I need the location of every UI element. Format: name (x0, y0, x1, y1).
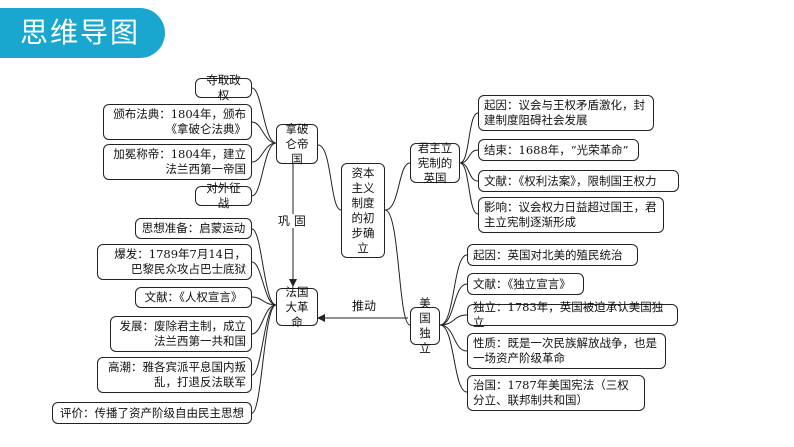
france-item: 评价：传播了资产阶级自由民主思想 (52, 402, 252, 424)
napoleon-item-text: 加冕称帝：1804年，建立法兰西第一帝国 (113, 147, 246, 176)
usa-item: 起因：英国对北美的殖民统治 (467, 244, 638, 266)
node-napoleon-empire: 拿破仑帝国 (276, 121, 318, 166)
britain-item-text: 影响：议会权力日益超过国王，君主立宪制逐渐形成 (484, 200, 657, 229)
britain-item-text: 起因：议会与王权矛盾激化，封建制度阻碍社会发展 (484, 98, 645, 127)
napoleon-item-text: 对外征战 (206, 181, 241, 210)
node-french-revolution-text: 法国大革命 (285, 284, 309, 329)
france-item: 高潮：雅各宾派平息国内叛乱，打退反法联军 (97, 357, 252, 393)
napoleon-item-text: 颁布法典：1804年，颁布《拿破仑法典》 (113, 107, 246, 136)
france-item-text: 评价：传播了资产阶级自由民主思想 (60, 405, 244, 420)
header-banner: 思维导图 (0, 8, 165, 58)
france-item: 思想准备：启蒙运动 (135, 218, 252, 239)
node-britain-text: 君主立宪制的英国 (417, 140, 453, 185)
france-item-text: 高潮：雅各宾派平息国内叛乱，打退反法联军 (108, 360, 246, 389)
node-french-revolution: 法国大革命 (276, 285, 318, 329)
france-item: 爆发：1789年7月14日，巴黎民众攻占巴士底狱 (97, 244, 252, 280)
france-item-text: 文献：《人权宣言》 (144, 290, 243, 304)
france-item-text: 思想准备：启蒙运动 (141, 221, 246, 235)
usa-item-text: 文献：《独立宣言》 (473, 276, 571, 291)
label-consolidate: 巩 固 (278, 214, 306, 228)
france-item-text: 发展：废除君主制，成立法兰西第一共和国 (119, 319, 247, 348)
node-britain: 君主立宪制的英国 (410, 140, 460, 185)
britain-item-text: 结束：1688年，“光荣革命” (484, 142, 629, 157)
usa-item-text: 性质：既是一次民族解放战争，也是一场资产阶级革命 (473, 336, 657, 365)
usa-item: 治国：1787年美国宪法（三权分立、联邦制共和国） (467, 375, 645, 411)
node-usa: 美国独立 (410, 296, 440, 355)
label-promote: 推动 (352, 299, 377, 313)
usa-item-text: 独立：1783年，英国被迫承认美国独立 (473, 300, 664, 329)
france-item-text: 爆发：1789年7月14日，巴黎民众攻占巴士底狱 (114, 247, 246, 276)
napoleon-item: 夺取政权 (195, 73, 252, 102)
usa-item-text: 治国：1787年美国宪法（三权分立、联邦制共和国） (473, 378, 629, 407)
britain-item: 文献：《权利法案》，限制国王权力 (478, 170, 679, 192)
usa-item: 文献：《独立宣言》 (467, 273, 584, 295)
napoleon-item: 对外征战 (195, 181, 252, 210)
britain-item: 影响：议会权力日益超过国王，君主立宪制逐渐形成 (478, 197, 664, 233)
napoleon-item: 加冕称帝：1804年，建立法兰西第一帝国 (103, 144, 252, 180)
france-item: 发展：废除君主制，成立法兰西第一共和国 (110, 316, 252, 352)
napoleon-item-text: 夺取政权 (206, 73, 241, 102)
france-item: 文献：《人权宣言》 (135, 287, 252, 308)
usa-item-text: 起因：英国对北美的殖民统治 (473, 247, 623, 262)
node-center-text: 资本主义制度的初步确立 (351, 165, 375, 255)
usa-item: 独立：1783年，英国被迫承认美国独立 (467, 300, 678, 329)
node-napoleon-empire-text: 拿破仑帝国 (285, 121, 309, 166)
britain-item: 结束：1688年，“光荣革命” (478, 139, 639, 161)
napoleon-item: 颁布法典：1804年，颁布《拿破仑法典》 (103, 104, 252, 140)
britain-item-text: 文献：《权利法案》，限制国王权力 (484, 173, 657, 188)
page-title: 思维导图 (20, 16, 141, 49)
node-usa-text: 美国独立 (419, 296, 431, 355)
node-center: 资本主义制度的初步确立 (341, 163, 385, 258)
usa-item: 性质：既是一次民族解放战争，也是一场资产阶级革命 (467, 333, 666, 369)
britain-item: 起因：议会与王权矛盾激化，封建制度阻碍社会发展 (478, 95, 654, 131)
